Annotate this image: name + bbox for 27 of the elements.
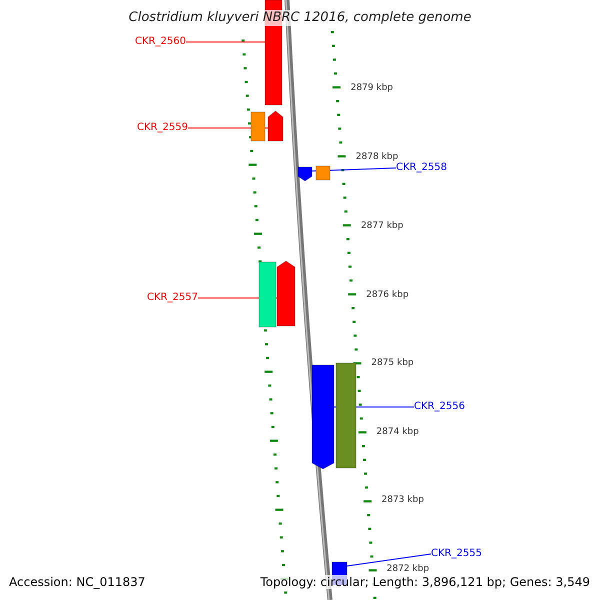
gene-feature: [312, 364, 334, 470]
scale-label: 2877 kbp: [360, 220, 404, 232]
gene-feature: [276, 260, 296, 326]
scale-label: 2876 kbp: [366, 289, 409, 301]
scale-label: 2875 kbp: [371, 357, 414, 369]
gene-feature: [258, 262, 276, 328]
gene-label: CKR_2559: [137, 122, 188, 134]
gene-label: CKR_2560: [135, 36, 186, 48]
gene-feature: [298, 166, 312, 182]
gene-feature: [250, 112, 266, 142]
gene-feature: [316, 166, 330, 180]
gene-label: CKR_2558: [396, 162, 447, 174]
gene-feature: [268, 110, 284, 142]
gene-feature: [336, 362, 356, 468]
gene-label: CKR_2556: [414, 401, 465, 413]
genome-summary-text: Topology: circular; Length: 3,896,121 bp; Genes: 3,549: [260, 575, 590, 589]
accession-text: Accession: NC_011837: [9, 575, 146, 589]
leader-line: [312, 168, 396, 172]
gene-label: CKR_2557: [147, 292, 198, 304]
scale-label: 2879 kbp: [350, 82, 393, 94]
gene-label: CKR_2555: [431, 548, 482, 560]
leader-line: [346, 554, 432, 566]
title: Clostridium kluyveri NBRC 12016, complete genome: [128, 10, 472, 26]
scale-label: 2872 kbp: [386, 563, 430, 575]
scale-label: 2878 kbp: [356, 151, 398, 162]
scale-label: 2874 kbp: [376, 426, 419, 438]
scale-label: 2873 kbp: [382, 494, 424, 506]
